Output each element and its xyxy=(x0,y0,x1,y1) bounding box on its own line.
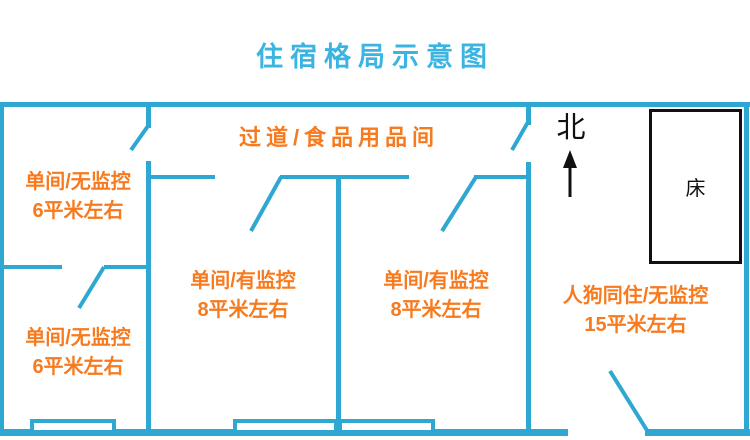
bed-label: 床 xyxy=(685,178,706,200)
room-bottom-left-line2: 6平米左右 xyxy=(32,356,124,378)
room-middle-2-label: 单间/有监控 8平米左右 xyxy=(348,267,524,325)
wall-left-rooms-main xyxy=(146,161,151,436)
room-top-left-label: 单间/无监控 6平米左右 xyxy=(0,168,156,226)
corridor-label: 过道/食品用品间 xyxy=(238,125,440,150)
wall-left-rooms-upper-segment xyxy=(146,102,151,128)
room-middle-1-line1: 单间/有监控 xyxy=(190,270,296,292)
room-bottom-left-label: 单间/无监控 6平米左右 xyxy=(0,324,156,382)
room-middle-2-line1: 单间/有监控 xyxy=(383,270,489,292)
room-right-label: 人狗同住/无监控 15平米左右 xyxy=(533,282,738,340)
room-top-left-line1: 单间/无监控 xyxy=(25,171,131,193)
wall-top xyxy=(0,102,750,107)
wall-right xyxy=(744,102,749,436)
room-middle-1-label: 单间/有监控 8平米左右 xyxy=(157,267,329,325)
corridor-wall-segment-2 xyxy=(280,175,409,179)
wall-bottom-right-segment xyxy=(645,429,750,436)
wall-left xyxy=(0,102,4,436)
wall-between-middle-rooms xyxy=(336,175,341,436)
left-rooms-divider-segment-2 xyxy=(104,265,151,269)
door-middle-room-2-icon xyxy=(440,175,478,233)
left-rooms-divider-segment-1 xyxy=(0,265,62,269)
corridor-wall-segment-1 xyxy=(146,175,215,179)
bed-rectangle: 床 xyxy=(649,109,742,264)
window-bottom-left-room xyxy=(30,419,116,434)
room-middle-1-line2: 8平米左右 xyxy=(197,299,289,321)
window-middle-room-2 xyxy=(338,419,435,434)
north-arrow-icon xyxy=(563,150,577,197)
room-right-line2: 15平米左右 xyxy=(584,314,687,336)
corridor-wall-segment-3 xyxy=(474,175,531,179)
wall-right-room-upper-segment xyxy=(526,102,531,125)
wall-right-room-main xyxy=(526,162,531,436)
room-middle-2-line2: 8平米左右 xyxy=(390,299,482,321)
room-bottom-left-line1: 单间/无监控 xyxy=(25,327,131,349)
window-middle-room-1 xyxy=(233,419,338,434)
door-bottom-left-room-icon xyxy=(77,265,106,310)
door-middle-room-1-icon xyxy=(249,176,283,232)
room-right-line1: 人狗同住/无监控 xyxy=(562,285,709,307)
north-compass-label: 北 xyxy=(556,112,586,144)
room-top-left-line2: 6平米左右 xyxy=(32,200,124,222)
door-right-room-exit-icon xyxy=(608,369,650,434)
diagram-title: 住宿格局示意图 xyxy=(256,42,494,72)
